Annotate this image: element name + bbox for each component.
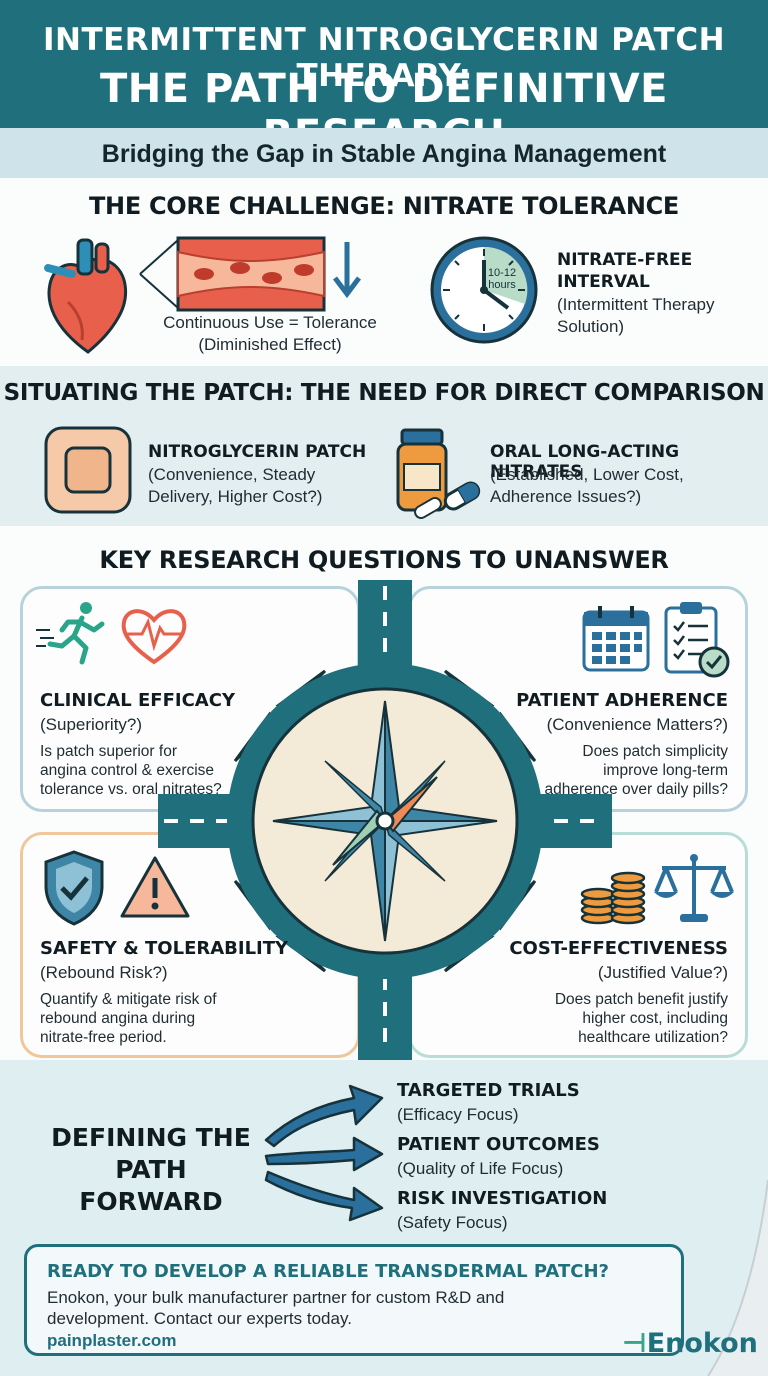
core-challenge-title: THE CORE CHALLENGE: NITRATE TOLERANCE bbox=[88, 192, 680, 220]
oral-title: ORAL LONG-ACTING NITRATES bbox=[490, 442, 680, 482]
header-banner: INTERMITTENT NITROGLYCERIN PATCH THERAPY… bbox=[0, 0, 768, 158]
path-forward-title-line-1: DEFINING THE bbox=[51, 1123, 251, 1152]
pill-bottle-icon bbox=[396, 428, 481, 519]
brand-logo: ⊣Enokon bbox=[622, 1328, 758, 1359]
continuous-use-line-1: Continuous Use = Tolerance bbox=[163, 313, 377, 332]
continuous-use-line-2: (Diminished Effect) bbox=[198, 335, 342, 354]
adherence-desc-line-3: adherence over daily pills? bbox=[544, 781, 728, 798]
cost-desc-line-2: higher cost, including bbox=[582, 1010, 728, 1027]
cost-desc-line-3: healthcare utilization? bbox=[578, 1029, 728, 1046]
brand-logo-text: Enokon bbox=[646, 1328, 758, 1359]
calendar-icon bbox=[582, 606, 650, 672]
clock-icon: 10-12 hours bbox=[430, 236, 538, 344]
shield-icon bbox=[44, 850, 104, 926]
questions-title: KEY RESEARCH QUESTIONS TO UNANSWER bbox=[99, 546, 669, 574]
compass-icon bbox=[158, 580, 612, 1060]
safety-sub: (Rebound Risk?) bbox=[40, 963, 168, 982]
checklist-icon bbox=[664, 602, 730, 678]
subtitle: Bridging the Gap in Stable Angina Manage… bbox=[101, 140, 667, 168]
cost-title: COST-EFFECTIVENESS bbox=[509, 938, 728, 959]
artery-icon bbox=[139, 236, 326, 312]
forward-item-2-sub: (Quality of Life Focus) bbox=[397, 1159, 564, 1178]
efficacy-title: CLINICAL EFFICACY bbox=[40, 690, 235, 711]
heart-icon bbox=[44, 238, 128, 354]
forward-item-1-sub: (Efficacy Focus) bbox=[397, 1105, 519, 1124]
safety-desc-line-1: Quantify & mitigate risk of bbox=[40, 991, 217, 1008]
down-arrow-icon bbox=[333, 242, 361, 299]
interval-title-line-1: NITRATE-FREE bbox=[557, 250, 693, 270]
forward-item-2-title: PATIENT OUTCOMES bbox=[397, 1134, 600, 1155]
safety-desc-line-2: rebound angina during bbox=[40, 1010, 196, 1027]
path-forward-title-line-2: PATH FORWARD bbox=[79, 1155, 223, 1216]
coins-icon bbox=[580, 871, 646, 925]
adherence-title: PATIENT ADHERENCE bbox=[516, 690, 728, 711]
efficacy-desc-line-2: angina control & exercise bbox=[40, 762, 215, 779]
efficacy-sub: (Superiority?) bbox=[40, 715, 143, 734]
runner-icon bbox=[36, 602, 105, 665]
cta-body: Enokon, your bulk manufacturer partner f… bbox=[47, 1288, 505, 1328]
title-line-1: INTERMITTENT NITROGLYCERIN PATCH THERAPY… bbox=[42, 22, 726, 94]
clock-label-line-1: 10-12 bbox=[488, 267, 516, 279]
efficacy-desc-line-3: tolerance vs. oral nitrates? bbox=[40, 781, 222, 798]
cta-link[interactable]: painplaster.com bbox=[47, 1331, 177, 1350]
cost-desc-line-1: Does patch benefit justify bbox=[554, 991, 728, 1008]
forward-item-3-sub: (Safety Focus) bbox=[397, 1213, 508, 1232]
clock-label-line-2: hours bbox=[488, 279, 516, 291]
warning-icon bbox=[120, 856, 190, 918]
patch-title: NITROGLYCERIN PATCH bbox=[148, 442, 367, 462]
cost-sub: (Justified Value?) bbox=[597, 963, 728, 982]
patch-desc-line-2: Delivery, Higher Cost?) bbox=[148, 487, 323, 506]
heart-pulse-icon bbox=[121, 609, 187, 665]
efficacy-desc-line-1: Is patch superior for bbox=[40, 743, 177, 760]
adherence-desc-line-2: improve long-term bbox=[603, 762, 728, 779]
cta-title: READY TO DEVELOP A RELIABLE TRANSDERMAL … bbox=[47, 1261, 609, 1282]
adherence-desc-line-1: Does patch simplicity bbox=[582, 743, 728, 760]
interval-desc-line-2: Solution) bbox=[557, 317, 625, 336]
subtitle-bar: Bridging the Gap in Stable Angina Manage… bbox=[0, 128, 768, 178]
safety-desc-line-3: nitrate-free period. bbox=[40, 1029, 167, 1046]
oral-desc-line-1: (Established, Lower Cost, bbox=[490, 465, 684, 484]
interval-title-line-2: INTERVAL bbox=[557, 272, 650, 292]
forward-item-1-title: TARGETED TRIALS bbox=[397, 1080, 580, 1101]
page-curl bbox=[707, 1179, 768, 1376]
scale-icon bbox=[654, 854, 734, 922]
patch-icon bbox=[44, 426, 132, 514]
arrow-icon bbox=[264, 1084, 384, 1222]
interval-desc-line-1: (Intermittent Therapy bbox=[557, 295, 715, 314]
oral-desc-line-2: Adherence Issues?) bbox=[490, 487, 642, 506]
cta-box: READY TO DEVELOP A RELIABLE TRANSDERMAL … bbox=[24, 1244, 684, 1356]
forward-item-3-title: RISK INVESTIGATION bbox=[397, 1188, 608, 1209]
comparison-title: SITUATING THE PATCH: THE NEED FOR DIRECT… bbox=[3, 380, 765, 406]
patch-desc-line-1: (Convenience, Steady bbox=[148, 465, 316, 484]
safety-title: SAFETY & TOLERABILITY bbox=[40, 938, 289, 959]
path-forward-title: DEFINING THE PATH FORWARD bbox=[40, 1122, 262, 1218]
adherence-sub: (Convenience Matters?) bbox=[546, 715, 728, 734]
